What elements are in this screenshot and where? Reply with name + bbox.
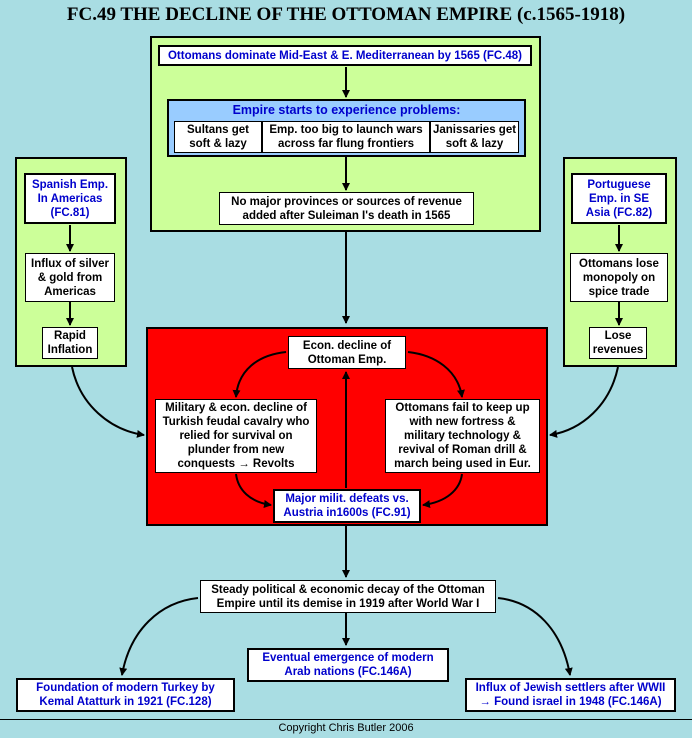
footer-divider — [0, 719, 692, 720]
ottomans-dominate-box[interactable]: Ottomans dominate Mid-East & E. Mediterr… — [158, 45, 532, 66]
copyright-text: Copyright Chris Butler 2006 — [278, 722, 414, 734]
no-major-provinces-box: No major provinces or sources of revenue… — [219, 192, 474, 225]
page-title: FC.49 THE DECLINE OF THE OTTOMAN EMPIRE … — [66, 4, 626, 25]
spice-monopoly-box: Ottomans lose monopoly on spice trade — [570, 253, 668, 302]
arrow-econ-to-technology — [407, 351, 465, 398]
spanish-empire-box[interactable]: Spanish Emp. In Americas (FC.81) — [24, 173, 116, 224]
problem-janissaries: Janissaries get soft & lazy — [430, 121, 519, 153]
arrow-decay-to-turkey — [119, 597, 199, 676]
arrow-right-to-center — [549, 366, 619, 438]
arrow-decay-to-israel — [497, 597, 573, 676]
problem-empire-too-big: Emp. too big to launch wars across far f… — [262, 121, 430, 153]
modern-turkey-box[interactable]: Foundation of modern Turkey by Kemal Ata… — [16, 678, 235, 712]
steady-decay-box: Steady political & economic decay of the… — [200, 580, 496, 613]
arab-nations-box[interactable]: Eventual emergence of modern Arab nation… — [247, 648, 449, 682]
military-technology-box: Ottomans fail to keep up with new fortre… — [385, 399, 540, 473]
military-defeats-box[interactable]: Major milit. defeats vs. Austria in1600s… — [273, 489, 421, 523]
econ-decline-box: Econ. decline of Ottoman Emp. — [288, 336, 406, 369]
israel-box[interactable]: Influx of Jewish settlers after WWII → F… — [465, 678, 676, 712]
problems-panel: Empire starts to experience problems: Su… — [167, 99, 526, 157]
problems-title: Empire starts to experience problems: — [232, 103, 461, 117]
lose-revenues-box: Lose revenues — [589, 327, 647, 359]
problem-sultans: Sultans get soft & lazy — [174, 121, 262, 153]
arrow-left-to-center — [71, 366, 145, 438]
arrow-cavalry-to-defeats — [235, 473, 272, 508]
silver-gold-box: Influx of silver & gold from Americas — [25, 253, 115, 302]
cavalry-decline-box: Military & econ. decline of Turkish feud… — [155, 399, 317, 473]
arrow-econ-to-cavalry — [232, 351, 287, 398]
rapid-inflation-box: Rapid Inflation — [42, 327, 98, 359]
arrow-technology-to-defeats — [422, 473, 463, 509]
portuguese-empire-box[interactable]: Portuguese Emp. in SE Asia (FC.82) — [571, 173, 667, 224]
